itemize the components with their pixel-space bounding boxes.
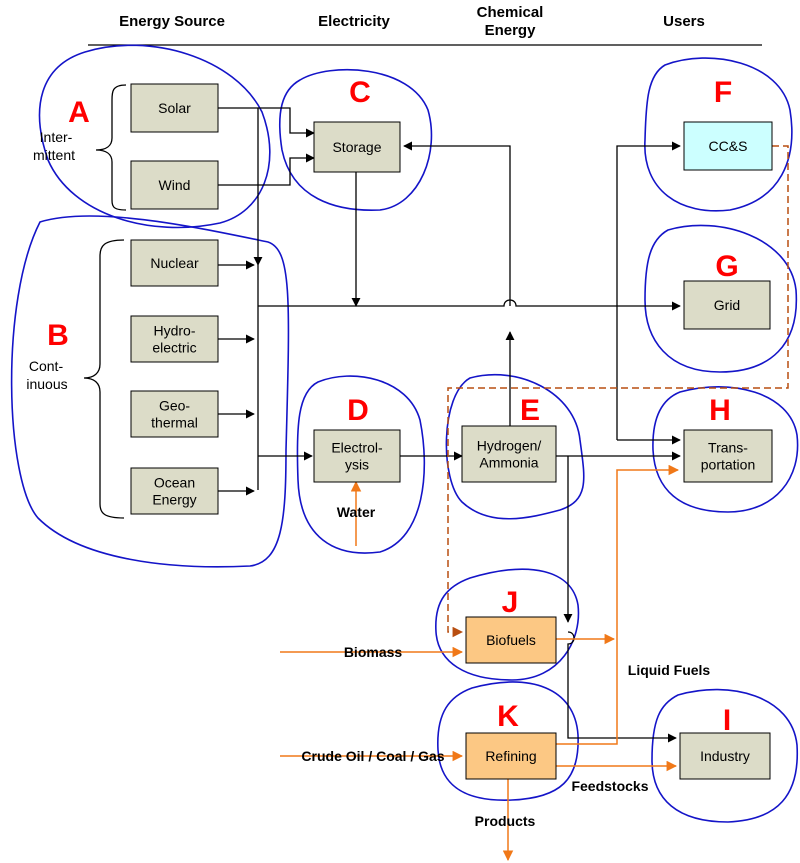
node-solar: Solar bbox=[130, 83, 219, 133]
node-wind: Wind bbox=[130, 160, 219, 210]
node-label-geothermal-2: thermal bbox=[151, 415, 198, 431]
continuous-label-line1: Cont- bbox=[29, 358, 64, 374]
ccs-to-biofuels-dashed-line bbox=[447, 145, 789, 638]
flow-label-products: Products bbox=[475, 813, 536, 829]
node-box-hydroelectric bbox=[130, 315, 219, 363]
node-label-hydrogen-1: Hydrogen/ bbox=[477, 438, 542, 454]
group-outline-j bbox=[435, 568, 580, 681]
orange-connectors bbox=[280, 464, 680, 862]
continuous-label-line2: inuous bbox=[26, 376, 67, 392]
flow-label-biomass: Biomass bbox=[344, 644, 403, 660]
flow-label-crude: Crude Oil / Coal / Gas bbox=[301, 748, 444, 764]
node-label-transportation-2: portation bbox=[701, 457, 755, 473]
node-box-hydrogen bbox=[461, 425, 557, 483]
group-outline-k bbox=[437, 681, 579, 801]
header-chemical-energy-line2: Energy bbox=[485, 22, 537, 39]
flow-label-feedstocks: Feedstocks bbox=[571, 778, 648, 794]
group-letter-f: F bbox=[714, 76, 732, 109]
node-grid: Grid bbox=[683, 280, 771, 330]
intermittent-brace bbox=[95, 84, 127, 211]
black-connectors bbox=[218, 107, 681, 743]
group-letter-j: J bbox=[502, 586, 519, 619]
node-hydrogen: Hydrogen/Ammonia bbox=[461, 425, 557, 483]
group-letter-g: G bbox=[715, 250, 738, 283]
intermittent-label-line1: Inter- bbox=[40, 129, 73, 145]
node-label-storage-1: Storage bbox=[332, 139, 381, 155]
node-hydroelectric: Hydro-electric bbox=[130, 315, 219, 363]
node-nuclear: Nuclear bbox=[130, 239, 219, 287]
node-transportation: Trans-portation bbox=[683, 429, 773, 483]
node-label-hydroelectric-2: electric bbox=[152, 340, 196, 356]
header-energy-source: Energy Source bbox=[119, 13, 225, 30]
node-label-electrolysis-1: Electrol- bbox=[331, 440, 383, 456]
group-letter-a: A bbox=[68, 96, 90, 129]
node-electrolysis: Electrol-ysis bbox=[313, 429, 401, 483]
node-box-biofuels bbox=[465, 616, 557, 664]
node-label-hydrogen-2: Ammonia bbox=[479, 455, 538, 471]
group-letter-k: K bbox=[497, 700, 519, 733]
node-box-wind bbox=[130, 160, 219, 210]
group-outline-a bbox=[38, 44, 271, 229]
node-label-geothermal-1: Geo- bbox=[159, 398, 190, 414]
flow-label-water: Water bbox=[337, 504, 376, 520]
node-ccs: CC&S bbox=[683, 121, 773, 171]
node-label-hydroelectric-1: Hydro- bbox=[153, 323, 195, 339]
node-box-geothermal bbox=[130, 390, 219, 438]
node-label-wind-1: Wind bbox=[159, 177, 191, 193]
group-outline-c bbox=[279, 68, 433, 211]
node-label-transportation-1: Trans- bbox=[708, 440, 748, 456]
group-letter-i: I bbox=[723, 704, 731, 737]
group-letter-h: H bbox=[709, 394, 731, 427]
header-chemical-energy-line1: Chemical bbox=[477, 4, 544, 21]
group-letter-e: E bbox=[520, 394, 540, 427]
node-box-storage bbox=[313, 121, 401, 173]
node-label-industry-1: Industry bbox=[700, 748, 750, 764]
header-electricity: Electricity bbox=[318, 13, 390, 30]
group-outline-b bbox=[10, 215, 290, 568]
node-box-ccs bbox=[683, 121, 773, 171]
node-refining: Refining bbox=[465, 732, 557, 780]
group-outline-f bbox=[644, 57, 793, 212]
node-box-transportation bbox=[683, 429, 773, 483]
node-box-industry bbox=[679, 732, 771, 780]
group-letter-b: B bbox=[47, 319, 69, 352]
group-outline-e bbox=[445, 373, 585, 520]
node-box-refining bbox=[465, 732, 557, 780]
node-box-ocean bbox=[130, 467, 219, 515]
node-box-nuclear bbox=[130, 239, 219, 287]
header-users: Users bbox=[663, 13, 705, 30]
node-label-electrolysis-2: ysis bbox=[345, 457, 369, 473]
intermittent-label-line2: mittent bbox=[33, 147, 75, 163]
node-label-nuclear-1: Nuclear bbox=[150, 255, 199, 271]
node-storage: Storage bbox=[313, 121, 401, 173]
group-outline-i bbox=[651, 688, 799, 823]
group-letter-d: D bbox=[347, 394, 369, 427]
group-outline-g bbox=[644, 224, 798, 373]
node-box-grid bbox=[683, 280, 771, 330]
node-label-grid-1: Grid bbox=[714, 297, 740, 313]
node-biofuels: Biofuels bbox=[465, 616, 557, 664]
group-letter-c: C bbox=[349, 76, 371, 109]
node-label-ccs-1: CC&S bbox=[709, 138, 748, 154]
node-label-refining-1: Refining bbox=[485, 748, 536, 764]
node-label-biofuels-1: Biofuels bbox=[486, 632, 536, 648]
flow-label-liquid-fuels: Liquid Fuels bbox=[628, 662, 711, 678]
node-label-solar-1: Solar bbox=[158, 100, 191, 116]
node-box-electrolysis bbox=[313, 429, 401, 483]
continuous-brace bbox=[83, 239, 125, 519]
group-outline-d bbox=[296, 375, 426, 554]
node-industry: Industry bbox=[679, 732, 771, 780]
node-box-solar bbox=[130, 83, 219, 133]
node-geothermal: Geo-thermal bbox=[130, 390, 219, 438]
node-label-ocean-2: Energy bbox=[152, 492, 196, 508]
node-label-ocean-1: Ocean bbox=[154, 475, 195, 491]
